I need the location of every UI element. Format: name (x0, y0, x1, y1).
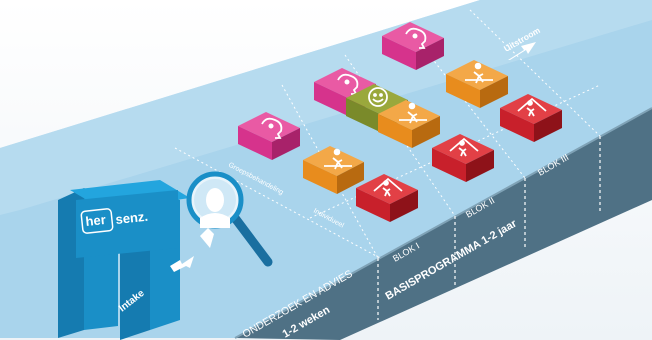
head-icon (337, 73, 359, 95)
block-orange-individueel (303, 146, 364, 194)
block-red-individueel (356, 174, 418, 222)
dash-blok3-line (469, 9, 601, 137)
house-person-icon (373, 177, 403, 197)
block-magenta-blok2 (382, 22, 444, 70)
magnifier-person-icon (186, 171, 273, 267)
head-icon (405, 27, 427, 49)
running-person-icon (399, 102, 427, 124)
head-icon (261, 117, 283, 139)
logo-part2: senz. (115, 209, 149, 227)
house-person-icon (517, 97, 547, 117)
dash-group-line (174, 147, 381, 259)
block-orange-blok2 (446, 60, 508, 108)
walking-person-icon (324, 148, 352, 170)
track-edge (234, 107, 652, 339)
track-band (0, 0, 652, 215)
house-person-icon (449, 137, 479, 157)
smiley-icon (368, 87, 388, 107)
block-red-blok1 (432, 134, 494, 182)
logo-part1: her (85, 212, 107, 229)
arrow-icon (170, 256, 194, 272)
uitstroom-arrow-icon (508, 42, 536, 60)
block-magenta-groep (238, 112, 300, 160)
block-red-blok2 (500, 94, 562, 142)
walking-person-icon (465, 62, 493, 84)
block-orange-blok1 (378, 100, 440, 148)
sign-post-icon (58, 180, 190, 340)
